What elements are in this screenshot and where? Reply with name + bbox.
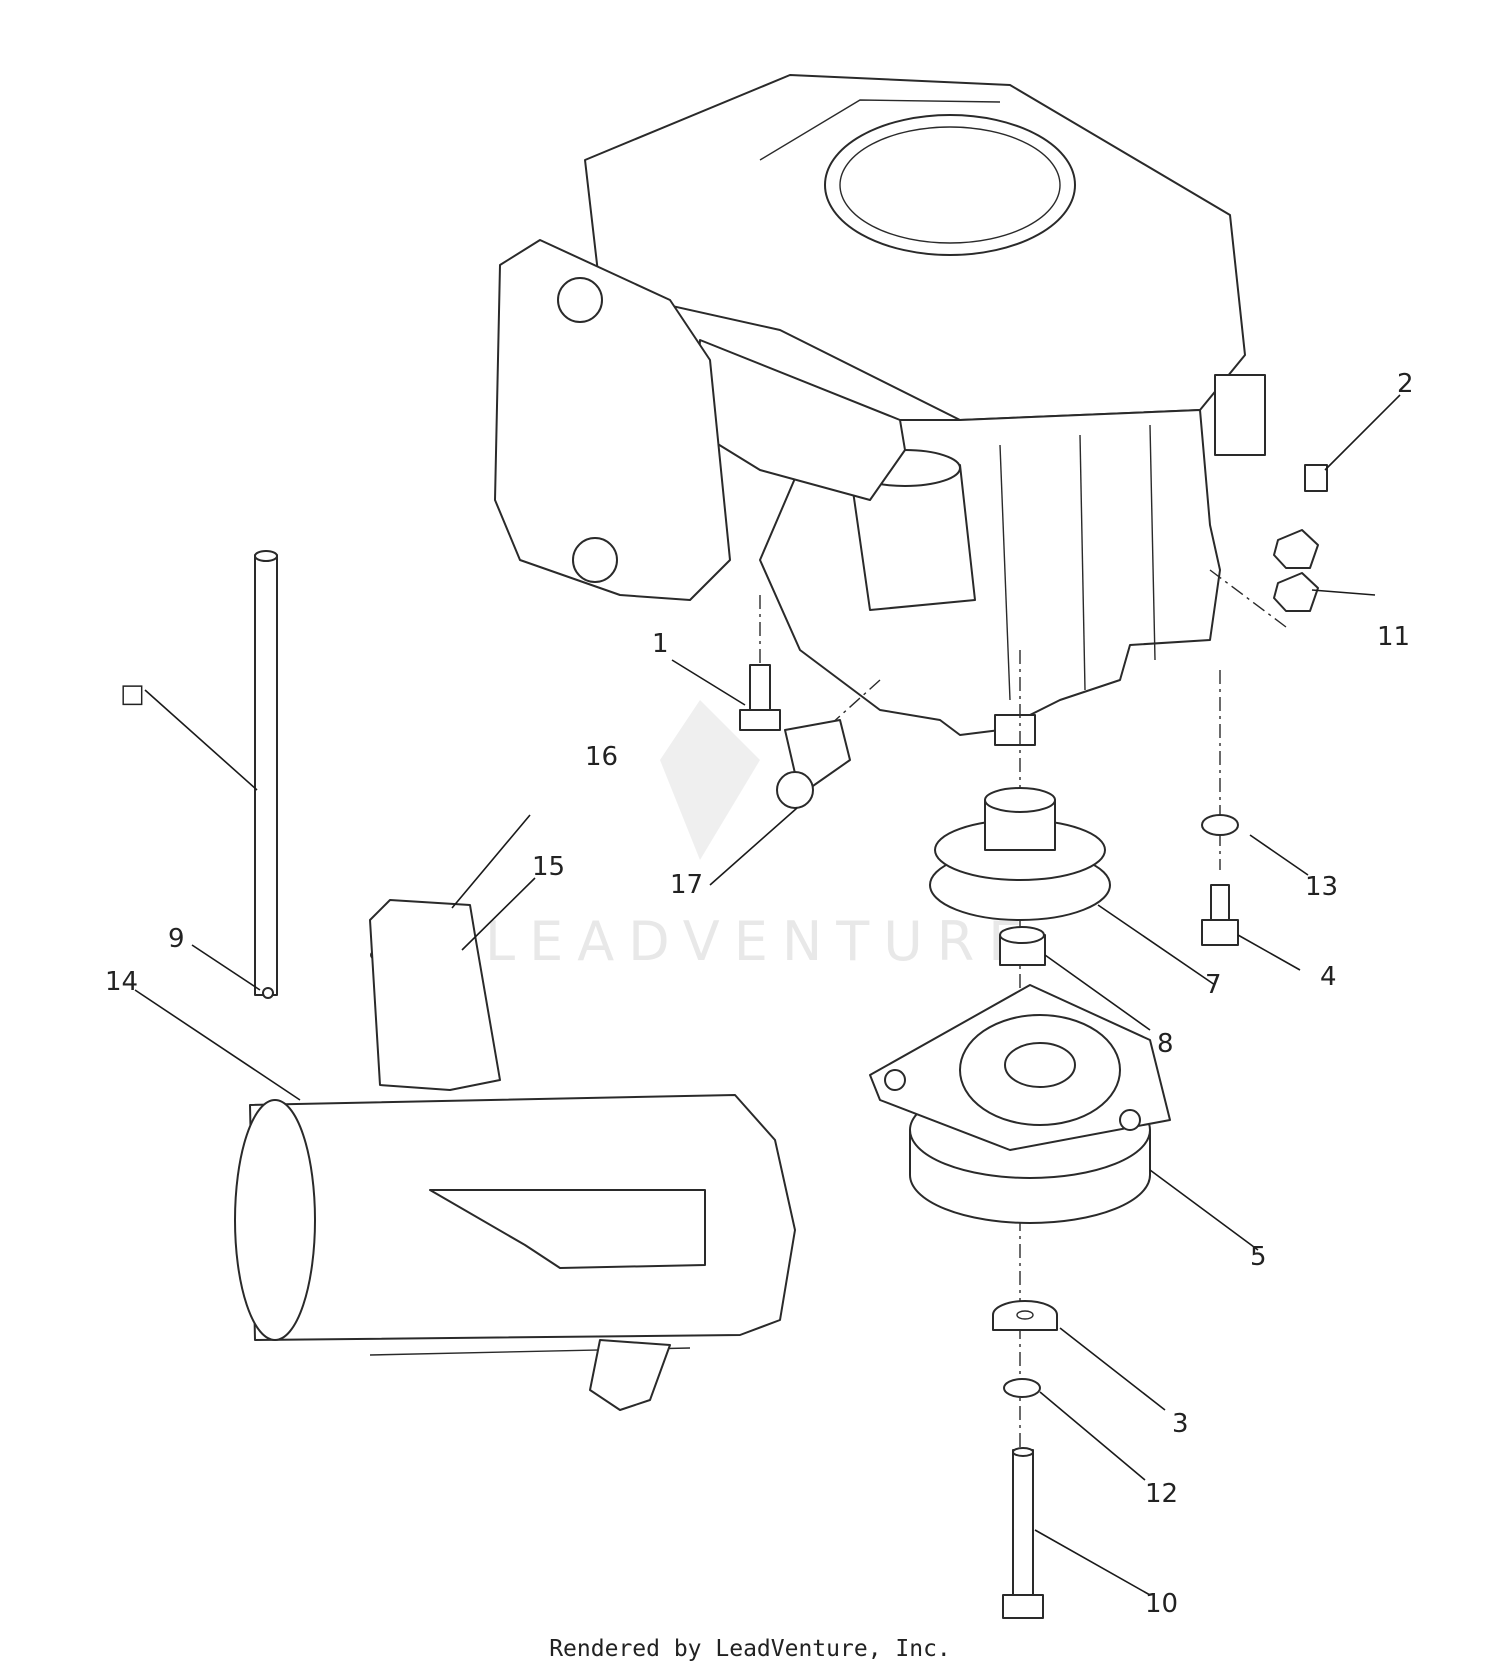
callout-1: 1 bbox=[652, 629, 669, 659]
callout-17: 17 bbox=[670, 870, 703, 900]
callout-9: 9 bbox=[168, 924, 185, 954]
part-10-bolt bbox=[1002, 1447, 1044, 1619]
part-2-fitting bbox=[1304, 464, 1328, 492]
crankshaft-end bbox=[994, 714, 1036, 746]
callout-15: 15 bbox=[532, 852, 565, 882]
callout-3: 3 bbox=[1172, 1409, 1189, 1439]
part-1-bolt bbox=[739, 664, 781, 731]
part-7-pulley bbox=[929, 787, 1111, 921]
air-cleaner-knob-bottom bbox=[572, 537, 618, 583]
callout-12: 12 bbox=[1145, 1479, 1178, 1509]
callout-5: 5 bbox=[1250, 1242, 1267, 1272]
callout-14: 14 bbox=[105, 967, 138, 997]
part-17-sensor bbox=[776, 719, 851, 809]
watermark-flame-icon bbox=[660, 700, 760, 860]
part-3-washer bbox=[992, 1300, 1058, 1331]
callout-13: 13 bbox=[1305, 872, 1338, 902]
render-credit: Rendered by LeadVenture, Inc. bbox=[549, 1636, 951, 1662]
callout-2: 2 bbox=[1397, 369, 1414, 399]
engine-assembly bbox=[494, 74, 1266, 746]
callout-7: 7 bbox=[1205, 970, 1222, 1000]
callout-11: 11 bbox=[1377, 622, 1410, 652]
air-cleaner-knob-top bbox=[557, 277, 603, 323]
callout-box: □ bbox=[120, 679, 145, 709]
part-11-nuts bbox=[1273, 529, 1319, 612]
part-9-pin bbox=[262, 987, 274, 999]
callout-labels: 1 2 3 4 5 7 8 9 10 11 12 13 14 15 16 17 … bbox=[105, 369, 1414, 1619]
watermark: LEADVENTURE bbox=[485, 700, 1036, 973]
callout-4: 4 bbox=[1320, 962, 1337, 992]
part-12-lock-washer bbox=[1003, 1378, 1041, 1398]
callout-16: 16 bbox=[585, 742, 618, 772]
part-8-spacer bbox=[999, 926, 1046, 966]
engine-side-mount bbox=[1214, 374, 1266, 456]
callout-8: 8 bbox=[1157, 1029, 1174, 1059]
leader-lines bbox=[134, 394, 1401, 1596]
part-5-clutch bbox=[869, 984, 1171, 1224]
watermark-text: LEADVENTURE bbox=[485, 910, 1036, 973]
part-4-bolt bbox=[1201, 884, 1239, 946]
part-14-muffler bbox=[234, 899, 796, 1411]
part-13-lock-washer bbox=[1201, 814, 1239, 836]
engine-top-badge bbox=[824, 114, 1076, 256]
air-cleaner-housing bbox=[494, 239, 731, 601]
part-box-rod bbox=[254, 550, 278, 996]
callout-10: 10 bbox=[1145, 1589, 1178, 1619]
